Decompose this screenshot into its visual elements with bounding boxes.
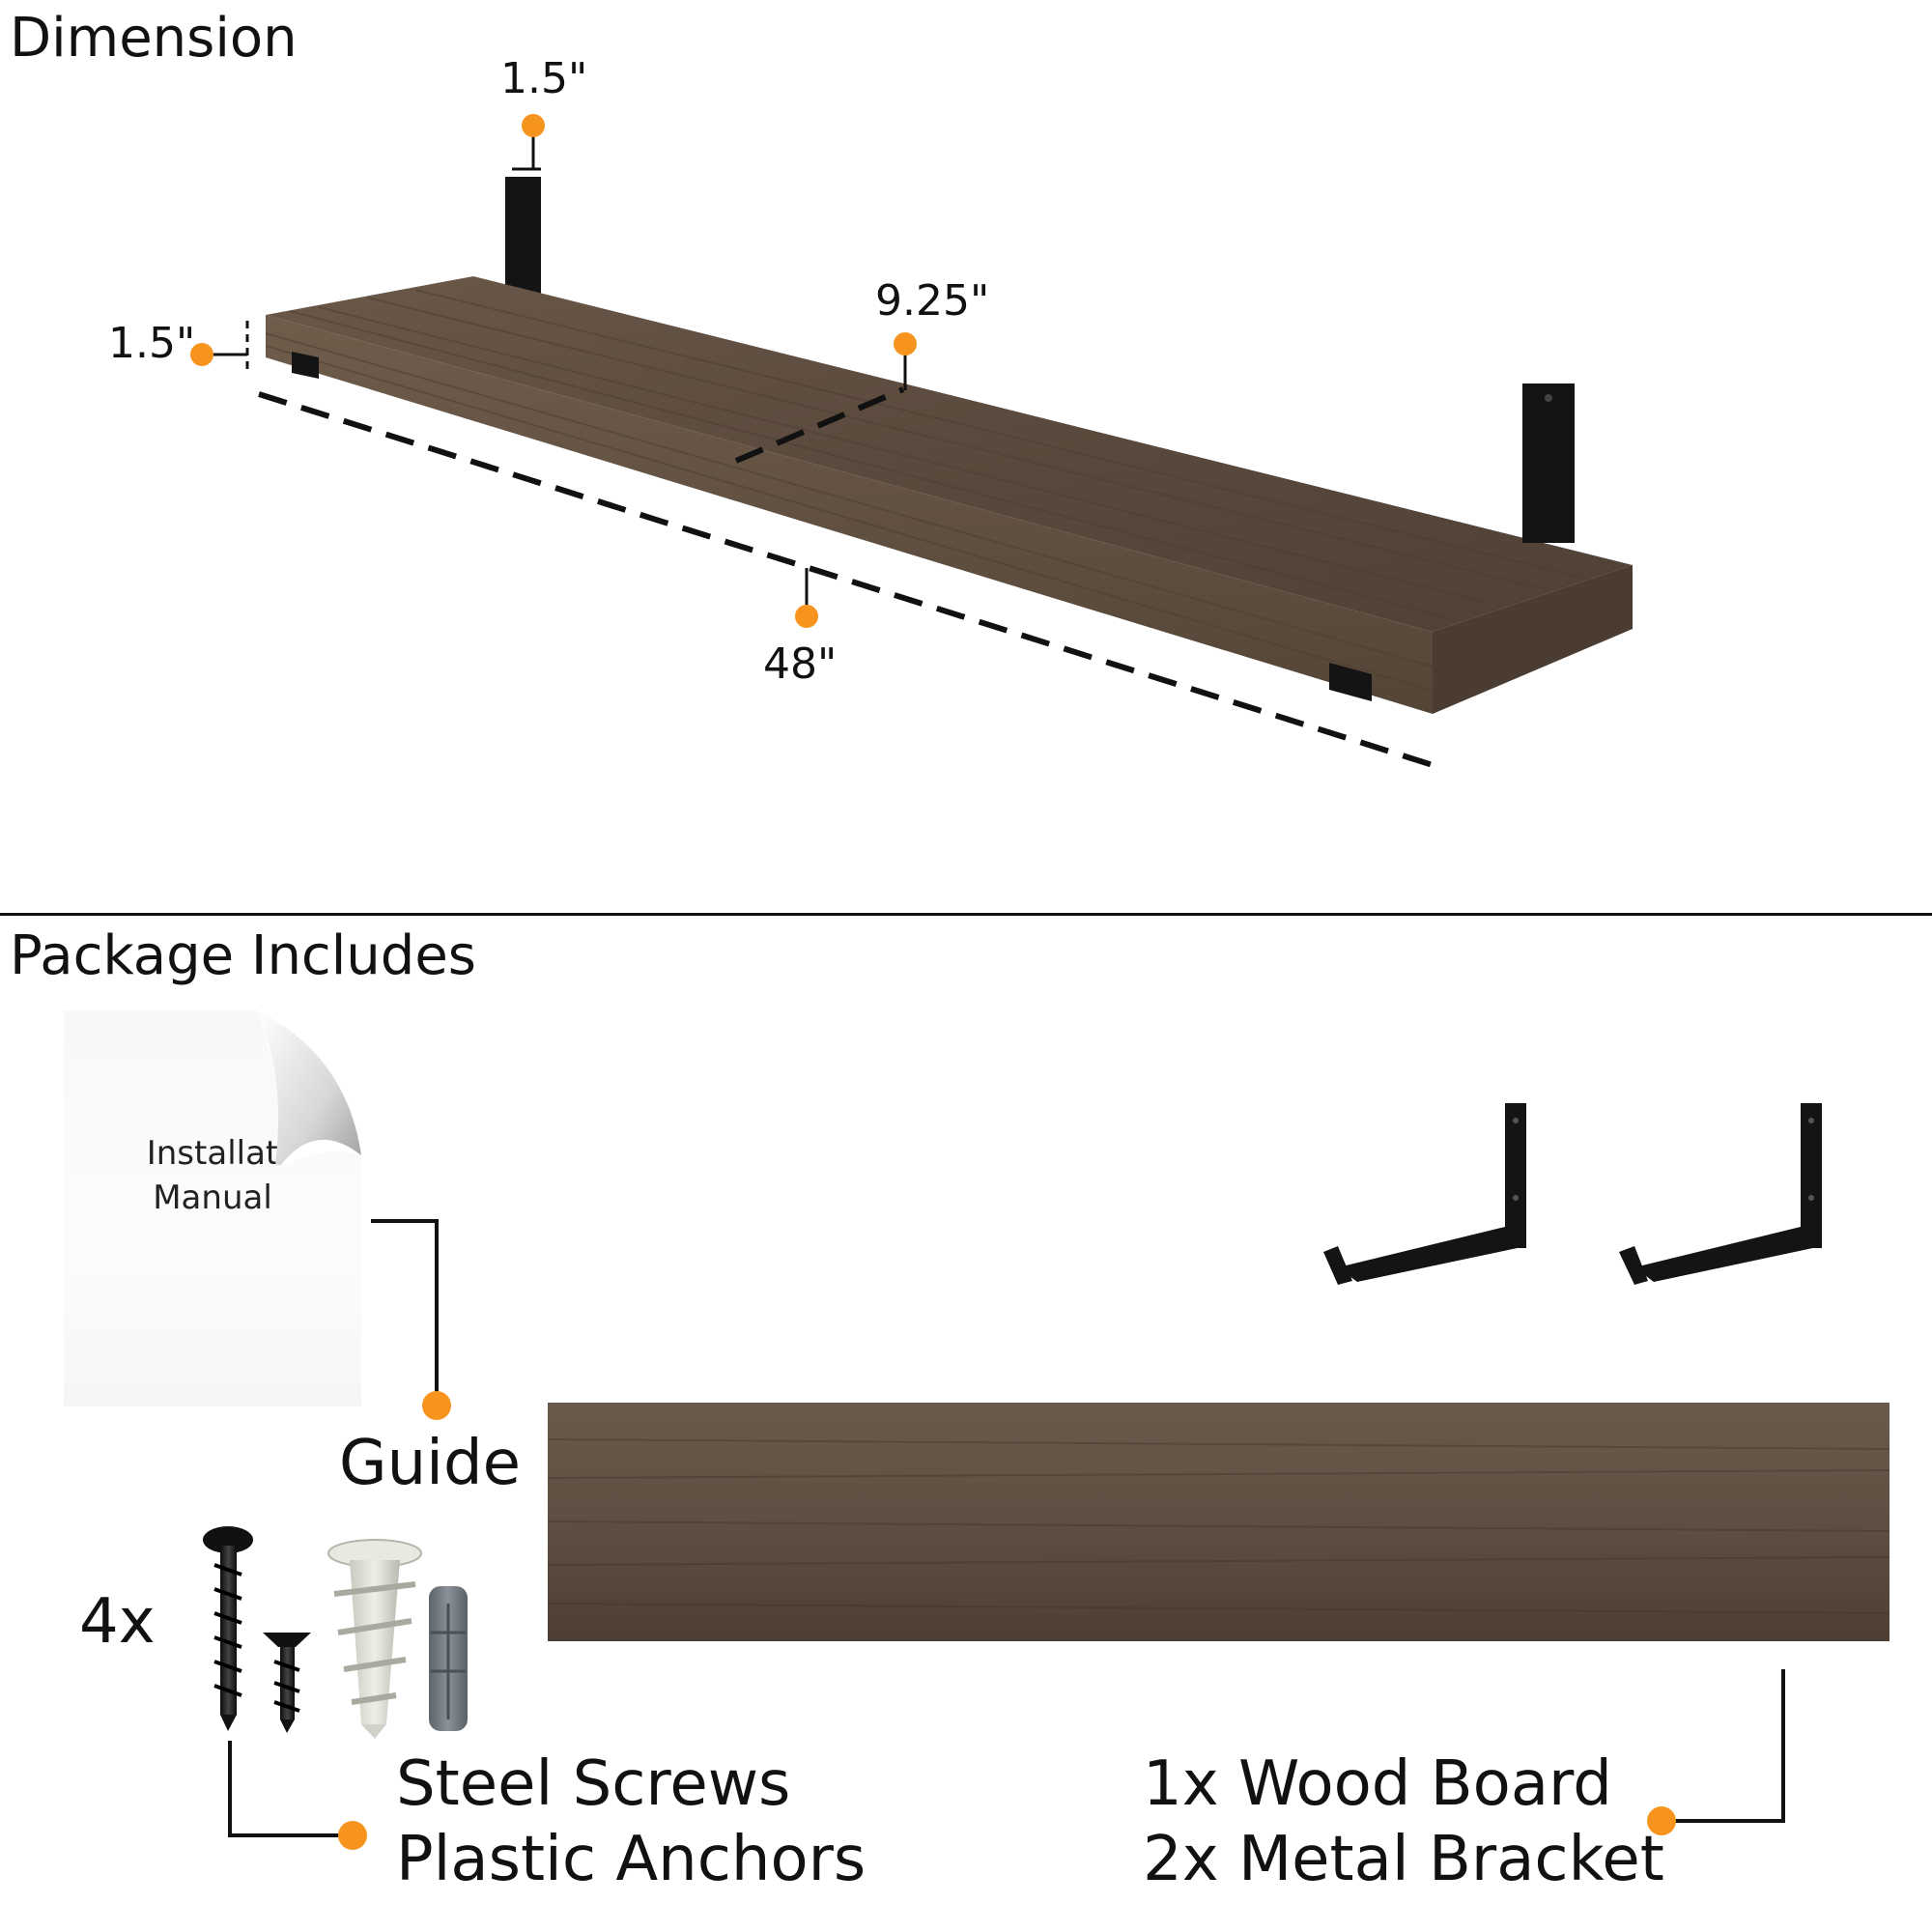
metal-bracket-1 (1323, 1103, 1526, 1285)
metal-bracket-2 (1619, 1103, 1822, 1285)
dimension-title: Dimension (10, 7, 298, 70)
callout-lines (228, 1219, 1785, 1837)
wall-plug (429, 1586, 468, 1731)
hardware-line-1: Steel Screws (396, 1748, 791, 1820)
thickness-label: 1.5" (108, 319, 196, 368)
board-line-1: 1x Wood Board (1143, 1748, 1612, 1820)
hardware-count-label: 4x (79, 1586, 156, 1658)
bracket-width-label: 1.5" (500, 54, 588, 103)
board-line-2: 2x Metal Bracket (1143, 1824, 1664, 1896)
depth-label: 9.25" (875, 276, 990, 326)
steel-screw-short (263, 1633, 311, 1733)
manual-line-1: Installat (146, 1134, 279, 1173)
shelf-end-face (1433, 565, 1633, 714)
bracket-left-upright (505, 177, 541, 298)
dimension-markers (190, 114, 917, 628)
dimension-lines (258, 386, 1434, 768)
section-divider (0, 913, 1932, 916)
shelf-top-surface (266, 276, 1633, 632)
callout-markers (338, 1391, 1676, 1850)
installation-manual: Installat Manual (64, 1010, 361, 1406)
package-title: Package Includes (10, 924, 476, 987)
shelf-illustration (265, 177, 1633, 714)
board-bracket-label: 1x Wood Board 2x Metal Bracket (1143, 1747, 1664, 1897)
length-label: 48" (763, 639, 838, 689)
page-curl-icon (257, 1010, 361, 1165)
plastic-anchor (327, 1539, 422, 1739)
manual-line-2: Manual (153, 1178, 272, 1217)
bracket-right-lip (1329, 663, 1372, 701)
wood-board (547, 1403, 1890, 1641)
bracket-left-lip (292, 352, 319, 379)
steel-screw-long (203, 1526, 253, 1731)
bracket-right-upright (1522, 384, 1575, 543)
guide-label: Guide (339, 1428, 521, 1499)
hardware-line-2: Plastic Anchors (396, 1824, 867, 1896)
manual-cover-text: Installat Manual (64, 1132, 361, 1221)
hardware-label: Steel Screws Plastic Anchors (396, 1747, 866, 1897)
shelf-front-face (266, 315, 1433, 714)
